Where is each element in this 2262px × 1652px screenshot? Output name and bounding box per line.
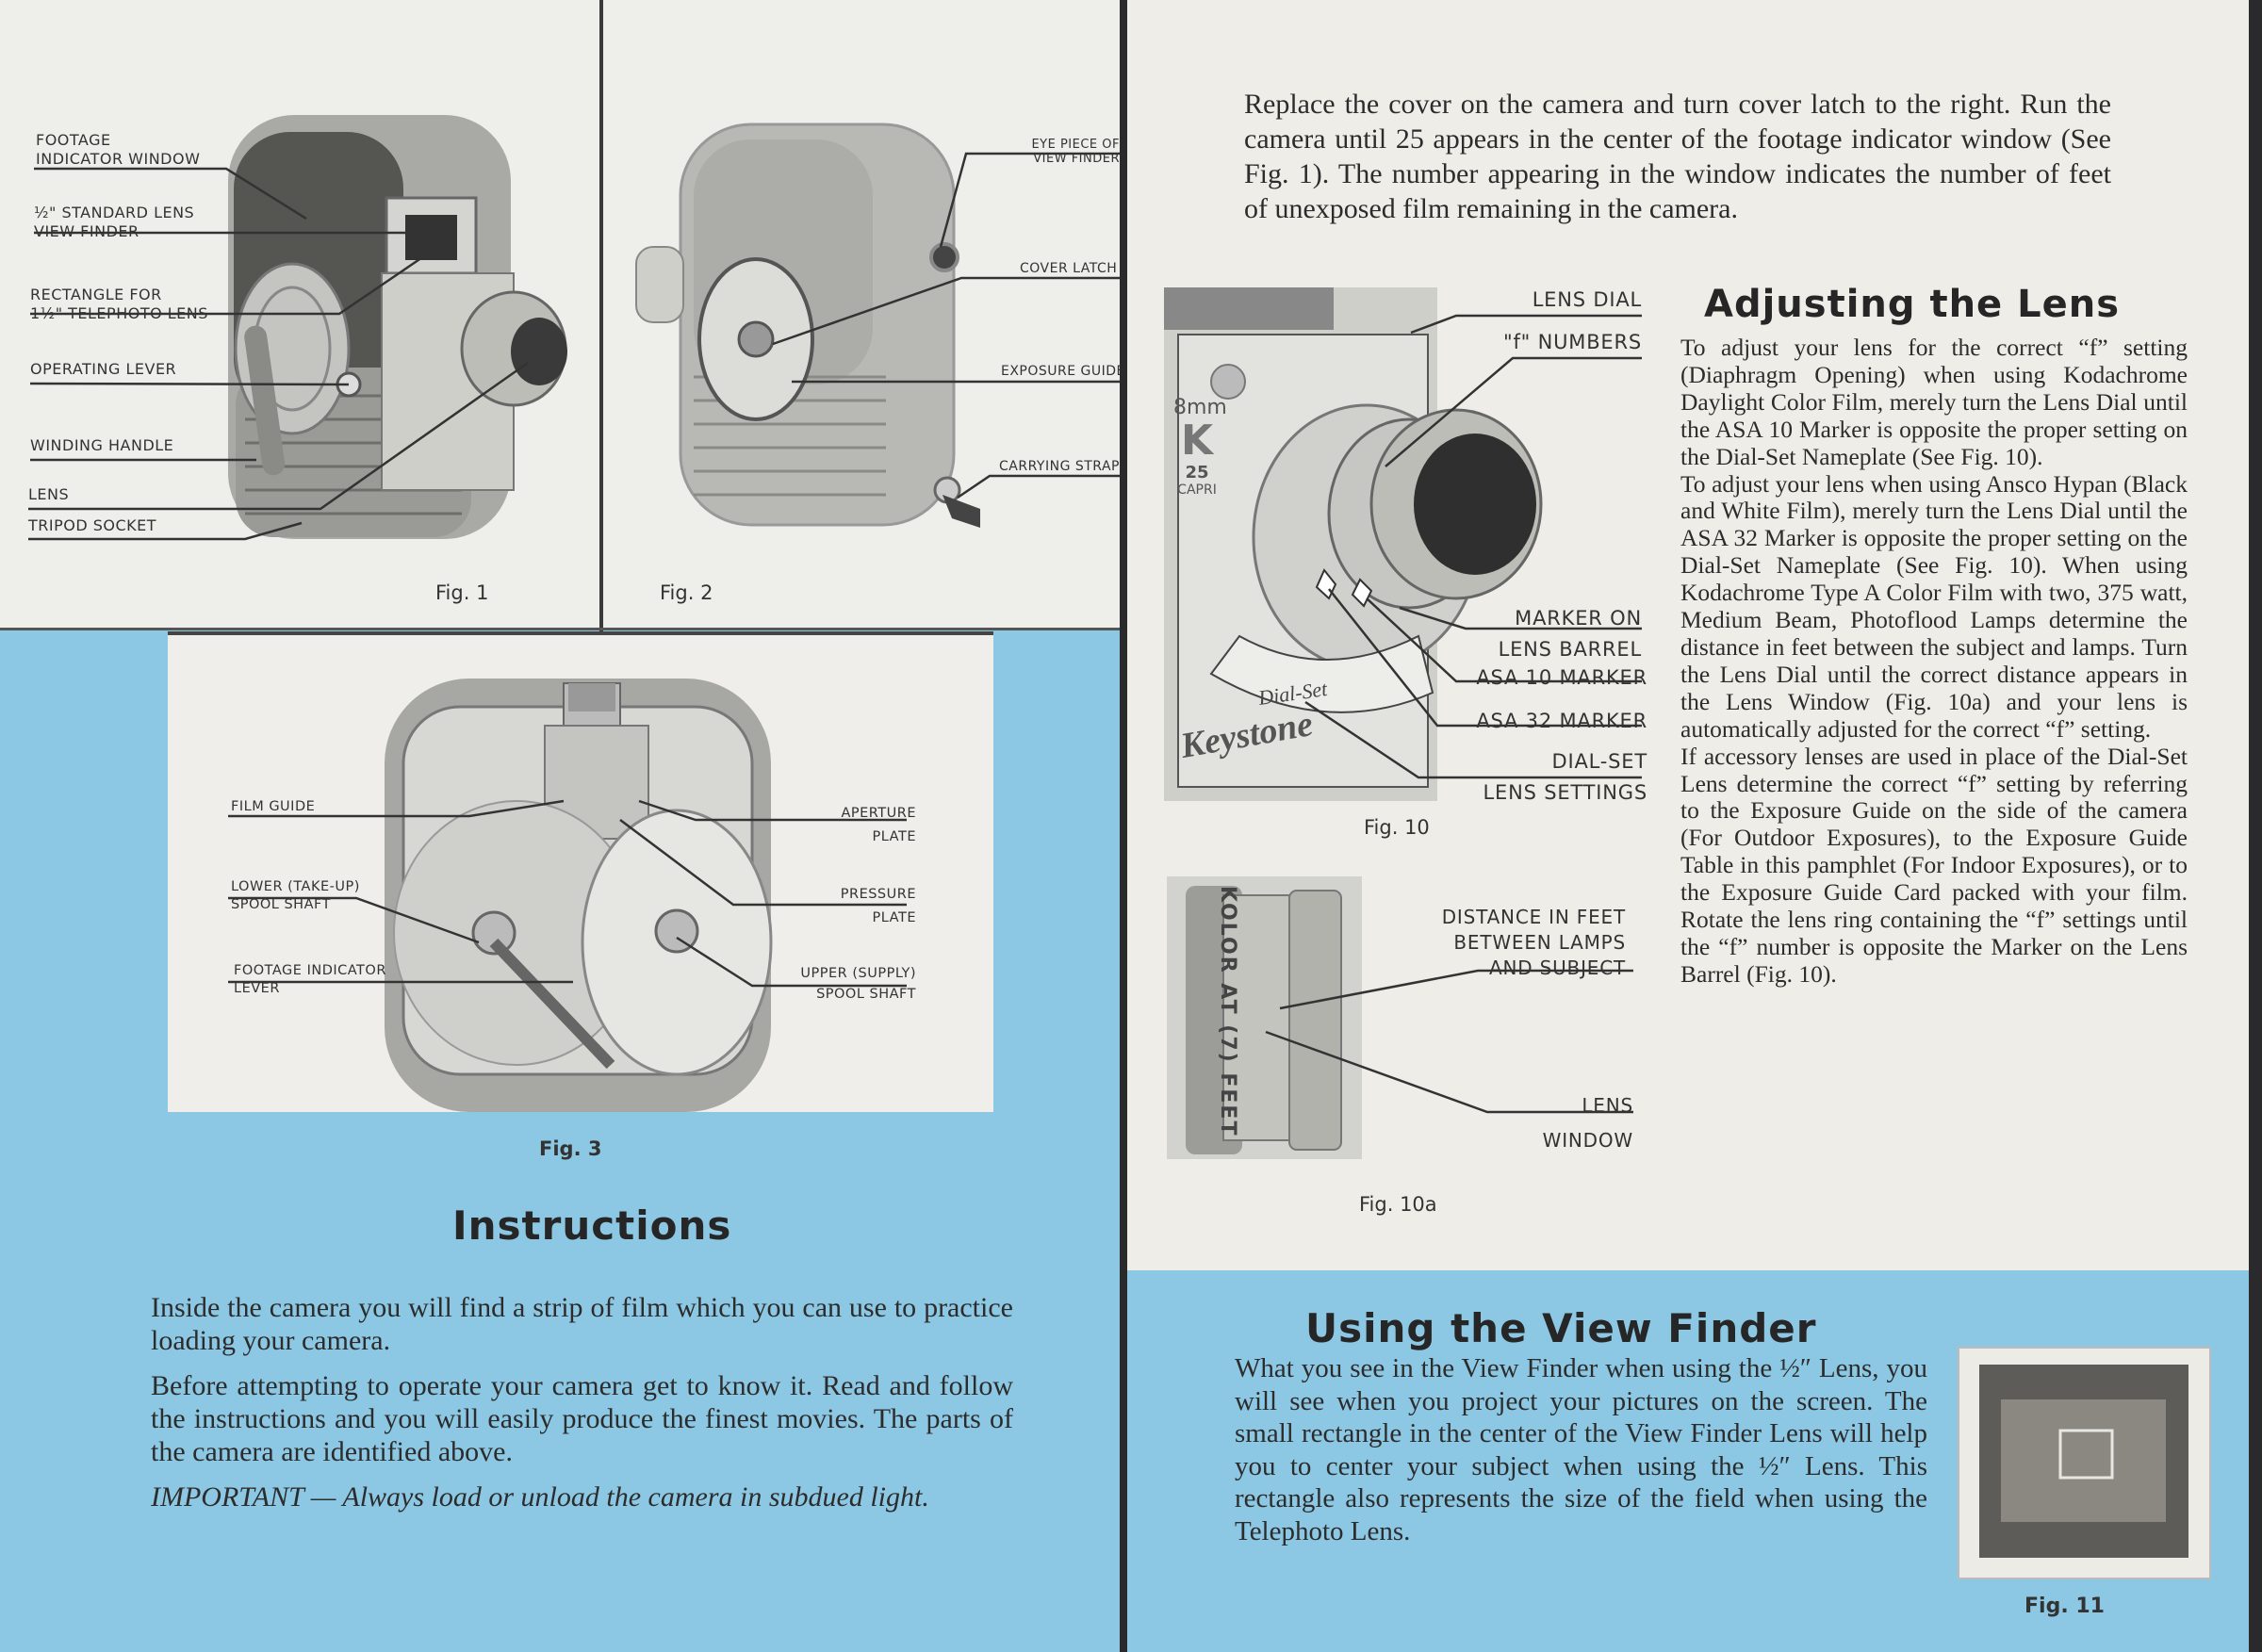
adjusting-paragraph: To adjust your lens for the correct “f” … [1680,334,2188,470]
fig2-label-carrying-strap: CARRYING STRAP [999,459,1120,474]
label-line: FOOTAGE [36,131,111,149]
label-line: AND SUBJECT [1489,957,1626,979]
fig10a-caption: Fig. 10a [1359,1193,1437,1216]
nameplate-25: 25 [1185,463,1209,483]
label-line: LENS BARREL [1498,638,1642,661]
label-line: SPOOL SHAFT [231,897,331,912]
fig10-label-lens-dial: LENS DIAL [1532,288,1642,311]
adjusting-lens-heading: Adjusting the Lens [1704,283,2121,326]
label-line: PLATE [872,910,916,925]
fig10-label-dial-set-lens-settings: DIAL-SET LENS SETTINGS [1414,746,1647,809]
label-line: FOOTAGE INDICATOR [234,963,386,978]
fig3-caption: Fig. 3 [539,1137,602,1160]
label-line: LENS [1582,1094,1633,1117]
view-finder-body: What you see in the View Finder when usi… [1235,1353,1927,1546]
fig1-label-telephoto-rectangle: RECTANGLE FOR 1½" TELEPHOTO LENS [30,286,208,323]
fig10-label-f-numbers: "f" NUMBERS [1503,331,1642,353]
label-line: INDICATOR WINDOW [36,150,201,168]
fig3-label-footage-indicator-lever: FOOTAGE INDICATOR LEVER [234,962,386,998]
label-line: 1½" TELEPHOTO LENS [30,304,208,322]
adjusting-paragraph: To adjust your lens when using Ansco Hyp… [1680,469,2188,743]
instructions-paragraph: Before attempting to operate your camera… [151,1370,1013,1467]
label-line: UPPER (SUPPLY) [800,966,916,981]
label-line: APERTURE [841,806,916,821]
fig3-label-film-guide: FILM GUIDE [231,799,316,814]
fig1-label-winding-handle: WINDING HANDLE [30,436,174,454]
instructions-important-note: IMPORTANT — Always load or unload the ca… [151,1481,929,1513]
instructions-paragraph: Inside the camera you will find a strip … [151,1292,1013,1356]
label-line: VIEW FINDER [34,222,139,240]
fig2-caption: Fig. 2 [660,581,713,604]
fig1-camera-illustration [28,115,567,541]
fig11-caption: Fig. 11 [2024,1595,2105,1618]
fig2-label-exposure-guide: EXPOSURE GUIDE [1001,364,1120,379]
view-finder-heading: Using the View Finder [1305,1305,1817,1351]
fig10a-lens-text: KOLOR AT (7) FEET [1216,886,1239,1137]
label-line: SPOOL SHAFT [816,987,916,1002]
fig2-camera-illustration [635,123,1120,528]
fig3-camera-open-illustration [228,679,907,1112]
label-line: DISTANCE IN FEET [1441,906,1626,928]
label-line: WINDOW [1542,1129,1633,1152]
label-line: PLATE [872,829,916,844]
fig2-label-eye-piece: EYE PIECE OF VIEW FINDER [1022,138,1120,166]
fig3-label-pressure-plate: PRESSURE PLATE [782,883,916,930]
fig10-caption: Fig. 10 [1364,816,1430,839]
fig1-label-footage-indicator-window: FOOTAGE INDICATOR WINDOW [36,131,200,169]
label-line: RECTANGLE FOR [30,286,162,303]
fig1-label-tripod-socket: TRIPOD SOCKET [28,516,157,534]
adjusting-lens-body: To adjust your lens for the correct “f” … [1680,334,2188,989]
fig1-label-lens: LENS [28,485,70,503]
label-line: BETWEEN LAMPS [1453,931,1626,954]
fig10-label-asa-10-marker: ASA 10 MARKER [1476,666,1647,689]
fig1-label-operating-lever: OPERATING LEVER [30,360,177,378]
label-line: PRESSURE [840,887,916,902]
label-line: VIEW FINDER [1033,152,1120,166]
nameplate-capri: CAPRI [1177,483,1217,498]
adjusting-paragraph: If accessory lenses are used in place of… [1680,742,2188,988]
cover-replacement-paragraph: Replace the cover on the camera and turn… [1244,89,2111,224]
fig1-caption: Fig. 1 [435,581,489,604]
label-line: LEVER [234,981,280,996]
label-line: MARKER ON [1515,607,1642,630]
label-line: EYE PIECE OF [1031,138,1120,152]
fig10-lens-closeup-illustration [1164,287,1642,801]
label-line: ½" STANDARD LENS [34,204,195,221]
fig10-label-marker-on-lens-barrel: MARKER ON LENS BARREL [1414,603,1642,665]
fig11-view-finder-illustration [1958,1347,2211,1579]
instructions-body: Inside the camera you will find a strip … [151,1291,1013,1513]
fig3-label-upper-spool-shaft: UPPER (SUPPLY) SPOOL SHAFT [754,963,916,1005]
fig10-nameplate: 8mm K 25 CAPRI [1173,396,1227,498]
fig10a-label-lens-window: LENS WINDOW [1461,1088,1633,1158]
label-line: LENS SETTINGS [1483,781,1647,804]
fig2-label-cover-latch: COVER LATCH [1020,261,1118,276]
fig10a-label-distance: DISTANCE IN FEET BETWEEN LAMPS AND SUBJE… [1395,905,1626,981]
instructions-heading: Instructions [452,1202,732,1249]
figure-panel-border [0,628,1120,630]
figure-divider [599,0,603,633]
fig1-label-standard-lens-view-finder: ½" STANDARD LENS VIEW FINDER [34,204,194,241]
label-line: DIAL-SET [1551,750,1647,773]
fig10a-lens-window-illustration [1167,876,1633,1159]
fig3-label-lower-spool-shaft: LOWER (TAKE-UP) SPOOL SHAFT [231,878,360,914]
nameplate-k-logo: K [1180,417,1214,465]
label-line: LOWER (TAKE-UP) [231,879,360,894]
fig10-label-asa-32-marker: ASA 32 MARKER [1476,710,1647,732]
fig3-label-aperture-plate: APERTURE PLATE [782,802,916,849]
nameplate-8mm: 8mm [1173,396,1227,419]
